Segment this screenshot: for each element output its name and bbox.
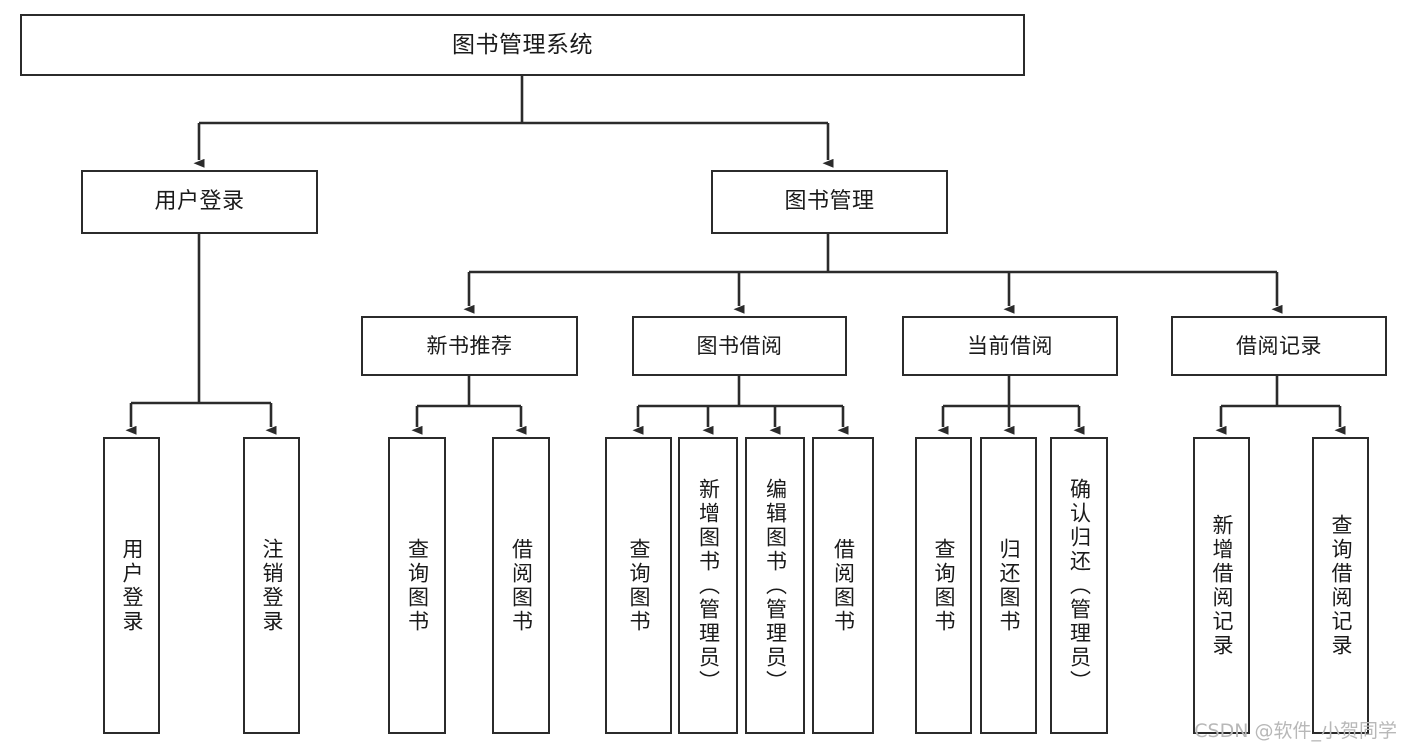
node-label: 用户登录: [120, 537, 144, 634]
node-label: 图书管理系统: [452, 31, 593, 58]
node-label: 查询图书: [405, 537, 430, 634]
node-label: 新增图书（管理员）: [696, 477, 721, 694]
node-borrow-record[interactable]: 借阅记录: [1171, 316, 1387, 376]
node-label: 借阅图书: [509, 537, 534, 634]
leaf-user-logout[interactable]: 注销登录: [243, 437, 300, 734]
node-label: 图书借阅: [696, 333, 783, 358]
node-label: 借阅记录: [1236, 333, 1322, 358]
node-label: 新增借阅记录: [1210, 513, 1234, 658]
leaf-borrow-book-new[interactable]: 借阅图书: [492, 437, 550, 734]
node-book-management[interactable]: 图书管理: [711, 170, 948, 234]
node-book-borrow[interactable]: 图书借阅: [632, 316, 847, 376]
leaf-query-book-borrow[interactable]: 查询图书: [605, 437, 672, 734]
node-label: 用户登录: [154, 189, 245, 215]
leaf-query-borrow-record[interactable]: 查询借阅记录: [1312, 437, 1369, 734]
node-label: 新书推荐: [426, 333, 513, 358]
leaf-return-book[interactable]: 归还图书: [980, 437, 1037, 734]
leaf-borrow-book[interactable]: 借阅图书: [812, 437, 874, 734]
node-label: 借阅图书: [831, 537, 856, 634]
node-label: 查询图书: [932, 537, 956, 634]
leaf-user-login[interactable]: 用户登录: [103, 437, 160, 734]
leaf-edit-book-admin[interactable]: 编辑图书（管理员）: [745, 437, 805, 734]
leaf-query-book-new[interactable]: 查询图书: [388, 437, 446, 734]
node-root-system[interactable]: 图书管理系统: [20, 14, 1025, 76]
node-label: 查询借阅记录: [1329, 513, 1353, 658]
node-new-book-recommend[interactable]: 新书推荐: [361, 316, 578, 376]
node-label: 查询图书: [627, 537, 651, 634]
node-label: 归还图书: [997, 537, 1021, 634]
node-label: 注销登录: [260, 537, 284, 634]
leaf-query-book-current[interactable]: 查询图书: [915, 437, 972, 734]
leaf-add-book-admin[interactable]: 新增图书（管理员）: [678, 437, 738, 734]
csdn-watermark: CSDN @软件_小贺同学: [1194, 720, 1397, 742]
node-label: 当前借阅: [967, 333, 1053, 358]
node-label: 图书管理: [784, 189, 875, 215]
leaf-add-borrow-record[interactable]: 新增借阅记录: [1193, 437, 1250, 734]
node-user-login[interactable]: 用户登录: [81, 170, 318, 234]
node-current-borrow[interactable]: 当前借阅: [902, 316, 1118, 376]
node-label: 确认归还（管理员）: [1067, 477, 1092, 694]
node-label: 编辑图书（管理员）: [763, 477, 788, 694]
leaf-confirm-return-admin[interactable]: 确认归还（管理员）: [1050, 437, 1108, 734]
